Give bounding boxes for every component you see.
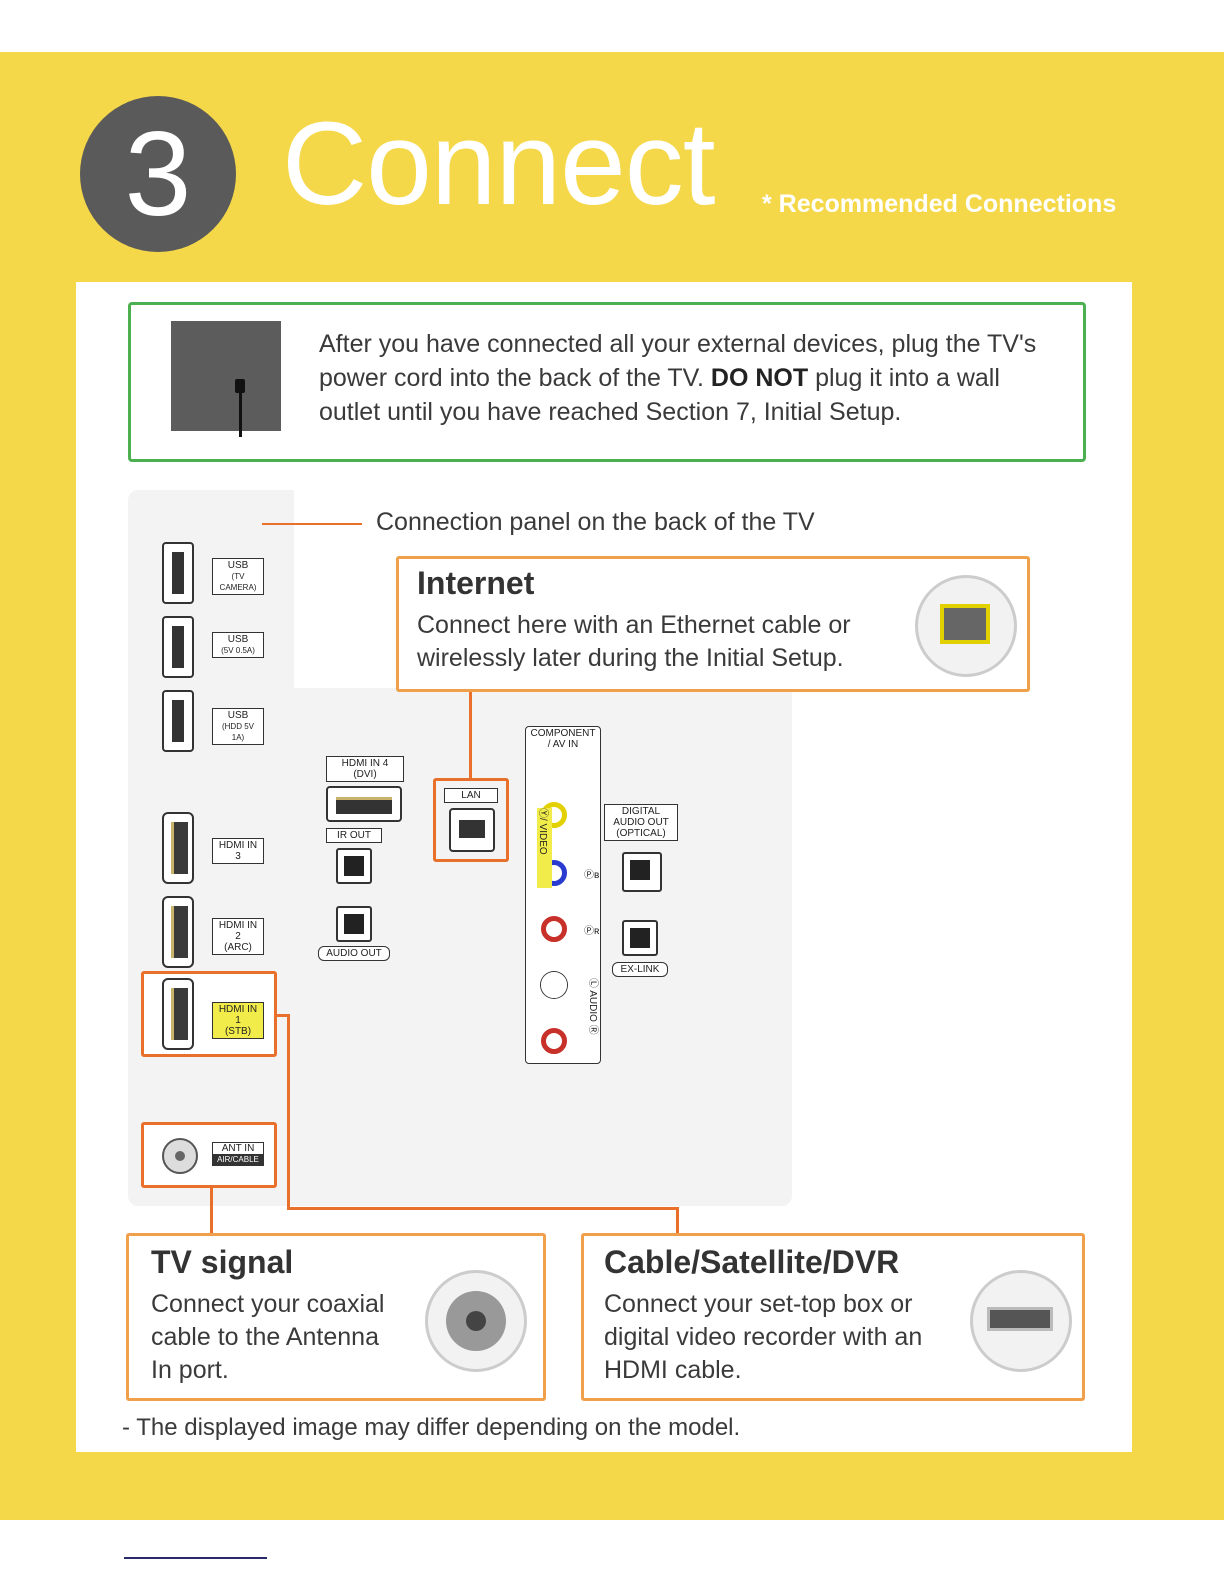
hdmi-in-4-label: HDMI IN 4(DVI) (326, 756, 404, 782)
page-subtitle: * Recommended Connections (762, 190, 1117, 218)
component-av-panel (525, 726, 601, 1064)
cable-satellite-title: Cable/Satellite/DVR (604, 1244, 900, 1280)
power-notice-warning: DO NOT (710, 364, 809, 392)
hdmi-in-1-label: HDMI IN 1(STB) (212, 1002, 264, 1039)
ir-out-label: IR OUT (326, 828, 382, 843)
antenna-leader-line (210, 1188, 213, 1234)
power-notice-text: After you have connected all your extern… (319, 327, 1059, 429)
step-number-badge: 3 (80, 96, 236, 252)
panel-caption: Connection panel on the back of the TV (376, 508, 815, 536)
page-title: Connect (282, 98, 716, 230)
footer-rule (124, 1557, 267, 1559)
hdmi-connector-icon (970, 1270, 1072, 1372)
pr-rca-jack (541, 916, 567, 942)
internet-callout: Internet Connect here with an Ethernet c… (396, 556, 1030, 692)
ir-out-port (336, 848, 372, 884)
audio-out-label: AUDIO OUT (318, 946, 390, 961)
tv-signal-callout: TV signal Connect your coaxial cable to … (126, 1233, 546, 1401)
tv-signal-title: TV signal (151, 1244, 294, 1280)
internet-leader-line (469, 692, 472, 780)
hdmi-leader-stub (277, 1014, 289, 1017)
hdmi-in-4-port (326, 786, 402, 822)
usb-port-1 (162, 542, 194, 604)
hdmi-in-2-port (162, 896, 194, 968)
video-port-label: Ⓨ/ VIDEO (537, 808, 552, 888)
usb-2-label: USB(5V 0.5A) (212, 632, 264, 658)
internet-title: Internet (417, 565, 535, 601)
cable-satellite-callout: Cable/Satellite/DVR Connect your set-top… (581, 1233, 1085, 1401)
power-cord-notice: After you have connected all your extern… (128, 302, 1086, 462)
optical-port (622, 852, 662, 892)
hdmi-leader-horizontal (287, 1207, 679, 1210)
power-notice-text-part2: plug it into a wall outlet until you hav… (319, 364, 1000, 426)
usb-port-2 (162, 616, 194, 678)
internet-text: Connect here with an Ethernet cable or w… (417, 611, 851, 672)
ethernet-connector-icon (915, 575, 1017, 677)
pr-port-label: Ⓟʀ (584, 926, 600, 937)
hdmi-leader-drop (676, 1207, 679, 1235)
component-label: COMPONENT/ AV IN (530, 728, 596, 750)
power-cord-icon (171, 321, 281, 437)
ex-link-label: EX-LINK (612, 962, 668, 977)
lan-label: LAN (444, 788, 498, 803)
hdmi-in-3-port (162, 812, 194, 884)
panel-caption-leader (262, 523, 362, 525)
pb-port-label: Ⓟʙ (584, 870, 600, 881)
usb-port-3 (162, 690, 194, 752)
power-notice-text-part1: After you have connected all your extern… (319, 330, 1037, 392)
footnote: - The displayed image may differ dependi… (122, 1414, 741, 1441)
hdmi-in-3-label: HDMI IN 3 (212, 838, 264, 864)
lan-port (449, 808, 495, 852)
audio-port-label: Ⓛ AUDIO Ⓡ (587, 978, 598, 1035)
hdmi-leader-vertical (287, 1014, 290, 1210)
tv-signal-text: Connect your coaxial cable to the Antenn… (151, 1290, 385, 1384)
usb-3-label: USB(HDD 5V 1A) (212, 708, 264, 745)
coaxial-port-icon (162, 1138, 198, 1174)
coaxial-connector-icon (425, 1270, 527, 1372)
audio-l-rca-jack (541, 972, 567, 998)
cable-satellite-text: Connect your set-top box or digital vide… (604, 1290, 923, 1384)
ex-link-port (622, 920, 658, 956)
usb-1-label: USB(TV CAMERA) (212, 558, 264, 595)
hdmi-in-1-port (162, 978, 194, 1050)
hdmi-in-2-label: HDMI IN 2(ARC) (212, 918, 264, 955)
audio-out-port (336, 906, 372, 942)
audio-r-rca-jack (541, 1028, 567, 1054)
